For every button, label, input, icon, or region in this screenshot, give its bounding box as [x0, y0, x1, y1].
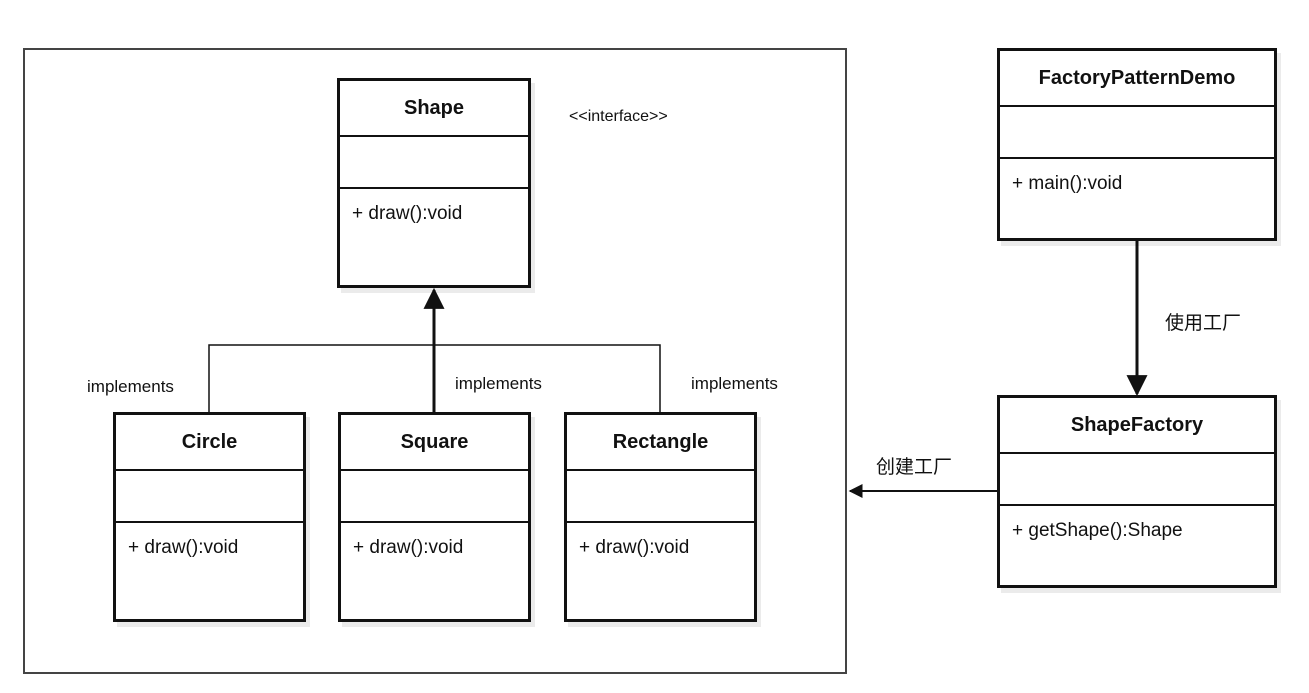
class-rectangle[interactable]: Rectangle + draw():void	[564, 412, 757, 622]
class-shape-attributes	[340, 137, 528, 189]
class-shape-name: Shape	[340, 81, 528, 137]
class-demo-name: FactoryPatternDemo	[1000, 51, 1274, 107]
class-square-name: Square	[341, 415, 528, 471]
implements-label-circle: implements	[87, 377, 174, 396]
implements-line-circle	[208, 344, 434, 412]
class-shape-operation: + draw():void	[352, 203, 463, 224]
implements-label-square: implements	[455, 374, 542, 393]
class-circle-name: Circle	[116, 415, 303, 471]
class-circle-attributes	[116, 471, 303, 523]
implements-label-rectangle: implements	[691, 374, 778, 393]
class-square[interactable]: Square + draw():void	[338, 412, 531, 622]
class-rectangle-attributes	[567, 471, 754, 523]
class-square-attributes	[341, 471, 528, 523]
uses-factory-label: 使用工厂	[1165, 312, 1242, 334]
class-factory-operation: + getShape():Shape	[1012, 520, 1183, 541]
class-demo-attributes	[1000, 107, 1274, 159]
creates-label: 创建工厂	[876, 456, 953, 478]
interface-stereotype: <<interface>>	[569, 108, 668, 125]
class-shape[interactable]: Shape + draw():void	[337, 78, 531, 288]
class-rectangle-operation: + draw():void	[579, 537, 690, 558]
class-circle-operation: + draw():void	[128, 537, 239, 558]
implements-line-rectangle	[434, 344, 661, 412]
class-square-operation: + draw():void	[353, 537, 464, 558]
class-factory-attributes	[1000, 454, 1274, 506]
class-rectangle-name: Rectangle	[567, 415, 754, 471]
class-factory-pattern-demo[interactable]: FactoryPatternDemo + main():void	[997, 48, 1277, 241]
shape-package-frame	[23, 48, 847, 674]
class-demo-operation: + main():void	[1012, 173, 1123, 194]
class-shape-factory[interactable]: ShapeFactory + getShape():Shape	[997, 395, 1277, 588]
class-factory-name: ShapeFactory	[1000, 398, 1274, 454]
class-circle[interactable]: Circle + draw():void	[113, 412, 306, 622]
